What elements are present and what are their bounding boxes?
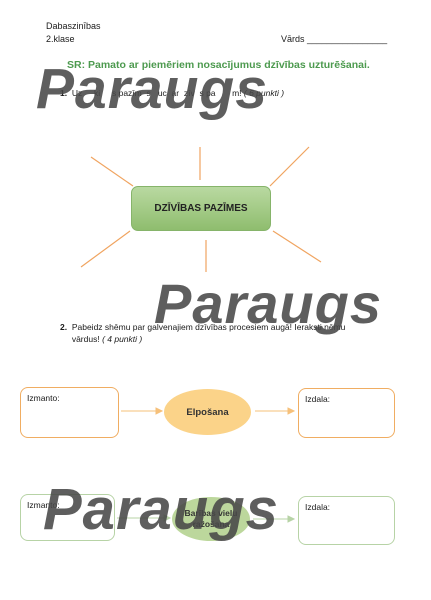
- task1-instruction: 1. Uz ki s pazīm s uc ar zīv s pa m! ( 6…: [60, 88, 285, 98]
- ray-top-right: [269, 146, 310, 187]
- task2-points: ( 4 punkti ): [102, 334, 143, 344]
- task2-number: 2.: [60, 322, 68, 332]
- task2-instruction: 2. Pabeidz shēmu par galvenajiem dzīvība…: [60, 322, 346, 344]
- learning-goal: SR: Pamato ar piemēriem nosacījumus dzīv…: [67, 59, 370, 71]
- uses-box-2[interactable]: Izmanto:: [20, 494, 115, 541]
- breathing-ellipse: Elpošana: [164, 389, 251, 435]
- name-blank: ________________: [307, 34, 388, 44]
- uses-label-1: Izmanto:: [27, 393, 60, 403]
- uses-box-1[interactable]: Izmanto:: [20, 387, 119, 438]
- nutrient-production-ellipse: Barības vielu ražošana: [172, 497, 250, 541]
- mindmap-center-box: DZĪVĪBAS PAZĪMES: [131, 186, 271, 231]
- arrow-right-4: [287, 515, 296, 523]
- arrow-right-3: [163, 514, 172, 522]
- releases-label-2: Izdala:: [305, 502, 331, 512]
- arrow-right-1: [155, 407, 164, 415]
- uses-label-2: Izmanto:: [27, 500, 60, 510]
- ray-top-left: [90, 156, 134, 187]
- releases-label-1: Izdala:: [305, 394, 331, 404]
- task1-number: 1.: [60, 88, 68, 98]
- grade-label: 2.klase: [46, 34, 75, 44]
- name-field[interactable]: Vārds ________________: [281, 34, 387, 44]
- ray-bottom-right: [272, 230, 322, 263]
- name-label: Vārds: [281, 34, 305, 44]
- releases-box-1[interactable]: Izdala:: [298, 388, 395, 438]
- task1-points: ( 6 punkti ): [243, 88, 285, 98]
- subject-label: Dabaszinības: [46, 21, 101, 31]
- arrow-right-2: [287, 407, 296, 415]
- ray-bottom-left: [80, 230, 131, 268]
- releases-box-2[interactable]: Izdala:: [298, 496, 395, 545]
